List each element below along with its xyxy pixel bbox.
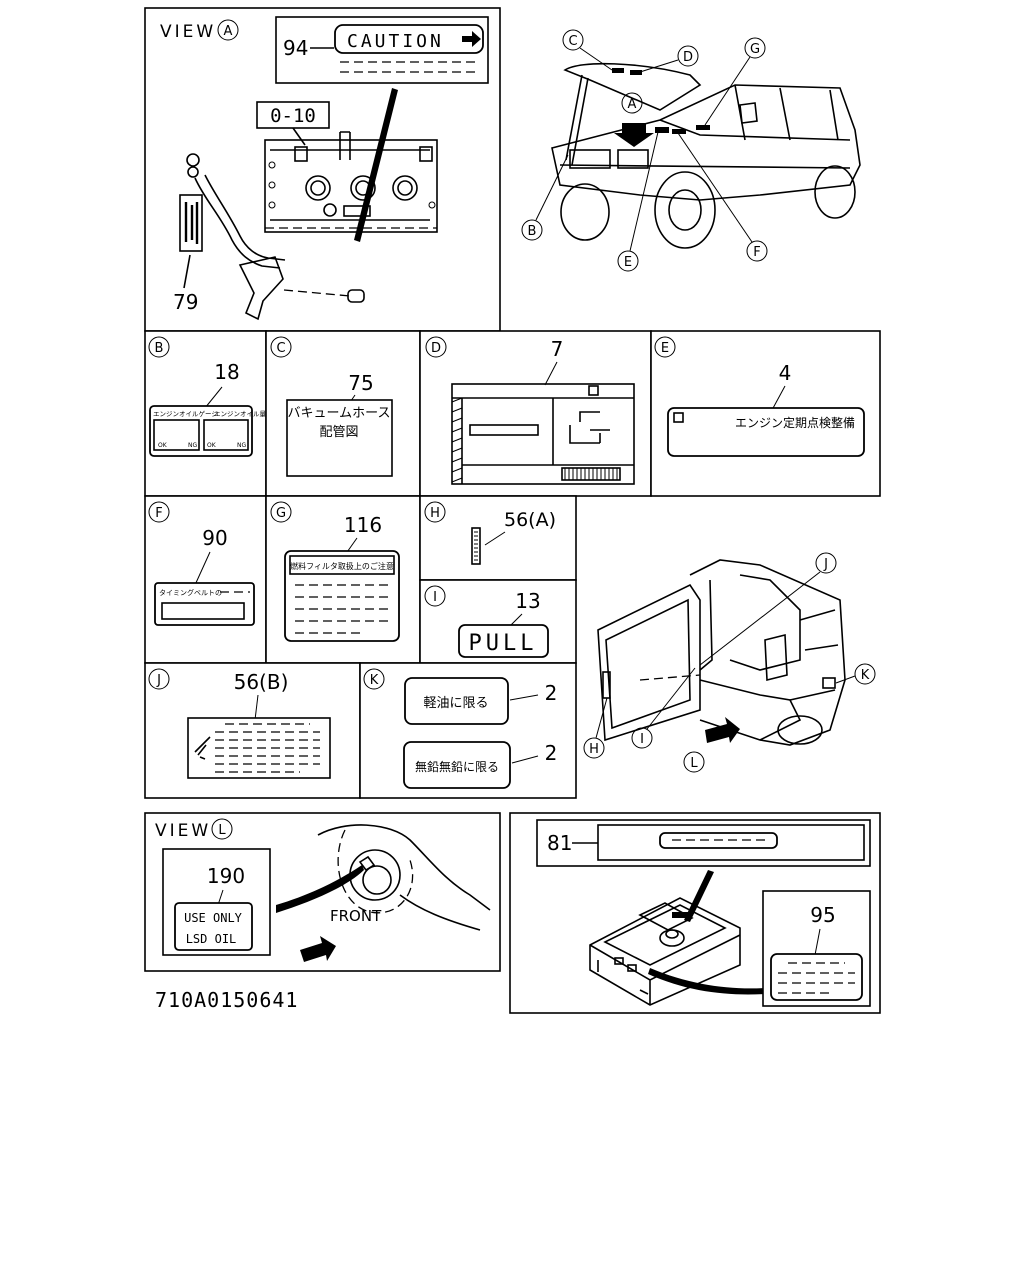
panel-j-part: 56(B) <box>234 670 289 694</box>
vehicle-front-illustration: C D G A B E F <box>521 29 861 272</box>
arrow-right-icon <box>462 31 481 47</box>
callout-j: J <box>823 557 828 572</box>
panel-k-part2: 2 <box>545 741 558 765</box>
view-a-letter: A <box>224 24 233 39</box>
callout-i: I <box>640 732 644 747</box>
callout-a: A <box>628 97 637 112</box>
panel-f-letter: F <box>155 506 162 521</box>
callout-d: D <box>683 50 693 65</box>
panel-d-letter: D <box>431 341 441 356</box>
panel-d-part: 7 <box>551 337 564 361</box>
panel-b-part: 18 <box>214 360 239 384</box>
panel-g: G 116 燃料フィルタ取扱上のご注意 <box>265 495 421 664</box>
callout-h: H <box>589 742 599 757</box>
part-81-number: 81 <box>547 831 572 855</box>
panel-e-text: エンジン定期点検整備 <box>735 415 855 430</box>
panel-g-letter: G <box>276 506 286 521</box>
vehicle-rear-illustration: J K H I L <box>583 552 876 773</box>
panel-i: I 13 PULL <box>419 579 577 664</box>
arrow-up-right-icon <box>300 936 336 962</box>
callout-g: G <box>750 42 760 57</box>
caution-label-text: CAUTION <box>347 31 444 52</box>
panel-c-letter: C <box>276 341 285 356</box>
callout-l: L <box>690 756 698 771</box>
panel-k-text2: 無鉛無鉛に限る <box>415 759 499 774</box>
panel-b-ok-left: OK <box>158 442 168 449</box>
panel-j-letter: J <box>156 673 161 688</box>
panel-h-letter: H <box>430 506 440 521</box>
drawing-number: 710A0150641 <box>155 988 298 1012</box>
panel-e-letter: E <box>661 341 669 356</box>
callout-e: E <box>624 255 632 270</box>
panel-k: K 軽油に限る 2 無鉛無鉛に限る 2 <box>359 662 577 799</box>
panel-d: D 7 <box>419 330 652 497</box>
view-a-panel: VIEW A 94 CAUTION 0-10 <box>144 7 501 332</box>
panel-b-label-right: エンジンオイル量 <box>214 410 267 418</box>
panel-k-text1: 軽油に限る <box>423 696 488 711</box>
caution-part-number: 94 <box>283 36 308 60</box>
callout-k: K <box>861 668 870 683</box>
arrow-up-right-icon <box>705 717 740 743</box>
panel-h-part: 56(A) <box>504 509 556 531</box>
panel-c-line2: 配管図 <box>319 425 358 440</box>
part-95-number: 95 <box>810 903 835 927</box>
panel-c: C 75 バキュームホース 配管図 <box>265 330 421 497</box>
panel-e: E 4 エンジン定期点検整備 <box>650 330 881 497</box>
arrow-down-icon <box>614 123 654 147</box>
spare-panel: 81 95 <box>509 812 881 1014</box>
front-label: FRONT <box>330 907 382 925</box>
panel-j: J 56(B) <box>144 662 361 799</box>
view-a-title: VIEW <box>160 22 216 42</box>
panel-f-part: 90 <box>202 526 227 550</box>
callout-f: F <box>753 245 760 260</box>
panel-c-line1: バキュームホース <box>288 406 391 421</box>
panel-e-part: 4 <box>779 361 792 385</box>
view-l-letter: L <box>218 823 226 838</box>
dipstick-part-number: 79 <box>173 290 198 314</box>
view-l-title: VIEW <box>155 821 211 841</box>
panel-h: H 56(A) <box>419 495 577 581</box>
panel-i-text: PULL <box>469 631 538 656</box>
engine-part-number: 0-10 <box>270 105 316 127</box>
view-l-line2: LSD OIL <box>186 932 237 946</box>
callout-b: B <box>528 224 537 239</box>
panel-f: F 90 タイミングベルトの <box>144 495 267 664</box>
view-l-line1: USE ONLY <box>184 911 243 925</box>
view-l-panel: VIEW L 190 USE ONLY LSD OIL FRONT <box>144 812 501 972</box>
panel-f-text: タイミングベルトの <box>159 588 222 597</box>
panel-g-part: 116 <box>344 513 382 537</box>
panel-b-ok-right: OK <box>207 442 217 449</box>
panel-i-part: 13 <box>515 589 540 613</box>
panel-b-ng-left: NG <box>188 442 197 449</box>
panel-b-ng-right: NG <box>237 442 246 449</box>
panel-g-text: 燃料フィルタ取扱上のご注意 <box>290 561 394 571</box>
panel-b-letter: B <box>155 341 164 356</box>
panel-b: B 18 エンジンオイルゲージ エンジンオイル量 OK NG OK NG <box>144 330 267 497</box>
panel-c-part: 75 <box>348 371 373 395</box>
panel-k-letter: K <box>370 673 379 688</box>
callout-c: C <box>568 34 577 49</box>
panel-b-label-left: エンジンオイルゲージ <box>153 409 218 418</box>
panel-i-letter: I <box>433 590 437 605</box>
panel-k-part1: 2 <box>545 681 558 705</box>
view-l-part: 190 <box>207 864 245 888</box>
